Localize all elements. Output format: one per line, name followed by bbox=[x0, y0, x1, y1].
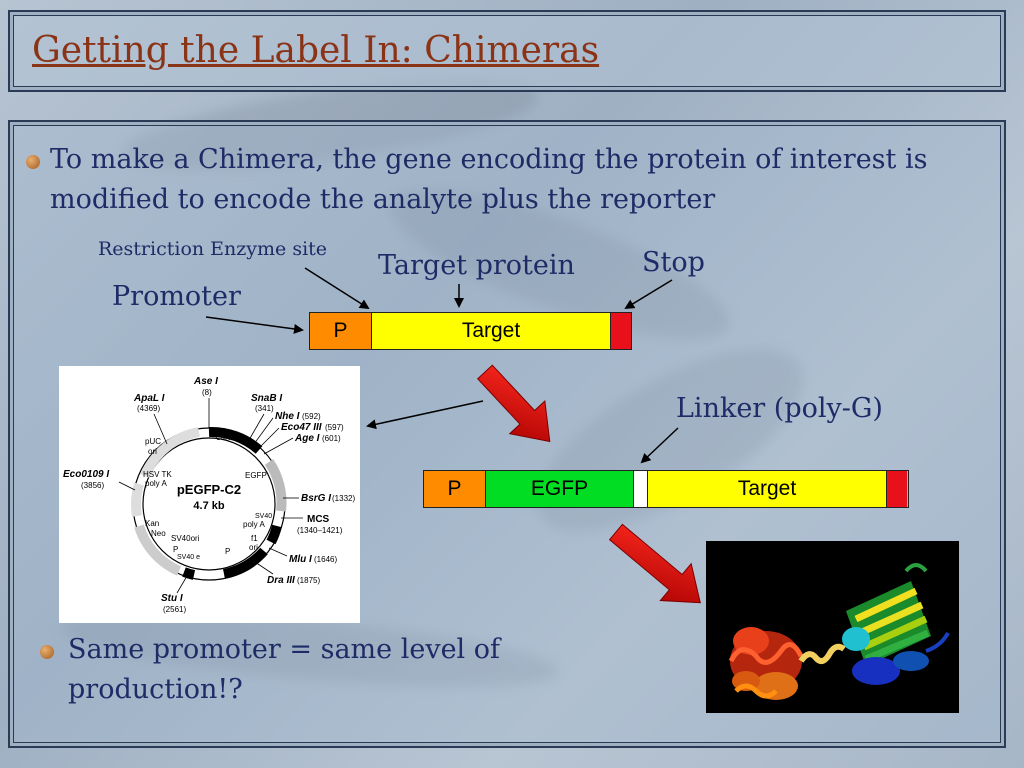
feature-label: EGFP bbox=[245, 471, 267, 480]
plasmid-map: pEGFP-C2 4.7 kb Ase I (8) ApaL I (4369) … bbox=[59, 366, 360, 623]
linker-segment bbox=[634, 471, 648, 507]
site-number: (8) bbox=[202, 388, 212, 397]
feature-label: CMV IE bbox=[216, 435, 240, 442]
feature-label: f1 bbox=[251, 534, 258, 543]
site-label: Dra III bbox=[267, 575, 295, 586]
target-segment: Target bbox=[372, 313, 611, 349]
plasmid-size: 4.7 kb bbox=[193, 500, 224, 512]
site-number: (341) bbox=[255, 404, 274, 413]
bullet-icon bbox=[26, 155, 40, 169]
site-label: ApaL I bbox=[133, 393, 165, 404]
site-number: (1340–1421) bbox=[297, 526, 343, 535]
plasmid-name: pEGFP-C2 bbox=[177, 482, 241, 497]
feature-label: ori bbox=[148, 447, 157, 456]
site-number: (3856) bbox=[81, 481, 104, 490]
site-label: Eco0109 I bbox=[63, 469, 109, 480]
linker-label: Linker (poly-G) bbox=[676, 393, 883, 424]
site-label: Nhe I bbox=[275, 411, 300, 422]
feature-label: P bbox=[173, 545, 178, 554]
site-label: Eco47 III bbox=[281, 422, 322, 433]
bullet-text-chimera: To make a Chimera, the gene encoding the… bbox=[50, 144, 928, 215]
feature-label: P bbox=[225, 547, 230, 556]
site-number: (1332) bbox=[332, 494, 355, 503]
site-label: Stu I bbox=[161, 593, 183, 604]
site-label: SnaB I bbox=[251, 393, 282, 404]
promoter-segment: P bbox=[310, 313, 372, 349]
site-number: (1646) bbox=[314, 555, 337, 564]
promoter-label: Promoter bbox=[112, 281, 241, 312]
site-label: BsrG I bbox=[301, 493, 331, 504]
bullet-icon bbox=[40, 645, 54, 659]
feature-label: HSV TK bbox=[143, 470, 172, 479]
feature-label: ori bbox=[249, 543, 258, 552]
gene-construct-original: P Target bbox=[309, 312, 632, 350]
feature-label: SV40 bbox=[255, 513, 272, 520]
feature-label: Neo bbox=[151, 529, 166, 538]
feature-label: SV40 e bbox=[177, 554, 200, 561]
gene-construct-chimera: P EGFP Target bbox=[423, 470, 909, 508]
egfp-segment: EGFP bbox=[486, 471, 634, 507]
site-label: MCS bbox=[307, 514, 330, 525]
site-label: Mlu I bbox=[289, 554, 312, 565]
feature-label: P bbox=[211, 427, 216, 436]
site-number: (592) bbox=[302, 412, 321, 421]
target-segment: Target bbox=[648, 471, 887, 507]
slide-title: Getting the Label In: Chimeras bbox=[32, 30, 600, 71]
target-protein-label: Target protein bbox=[378, 250, 575, 281]
protein-structure-image bbox=[706, 541, 959, 713]
restriction-site-label: Restriction Enzyme site bbox=[98, 238, 328, 260]
bullet-text-promoter: Same promoter = same level of production… bbox=[68, 634, 501, 705]
feature-label: SV40ori bbox=[171, 534, 200, 543]
title-frame: Getting the Label In: Chimeras bbox=[8, 10, 1006, 92]
stop-segment bbox=[611, 313, 631, 349]
site-label: Ase I bbox=[193, 376, 218, 387]
site-number: (2561) bbox=[163, 605, 186, 614]
feature-label: Kan bbox=[145, 519, 159, 528]
stop-segment bbox=[887, 471, 907, 507]
site-label: Age I bbox=[294, 433, 320, 444]
promoter-segment: P bbox=[424, 471, 486, 507]
site-number: (597) bbox=[325, 423, 344, 432]
site-number: (4369) bbox=[137, 404, 160, 413]
stop-label: Stop bbox=[642, 247, 705, 278]
feature-label: poly A bbox=[243, 520, 265, 529]
feature-label: poly A bbox=[145, 479, 167, 488]
feature-label: pUC bbox=[145, 437, 161, 446]
site-number: (1875) bbox=[297, 576, 320, 585]
site-number: (601) bbox=[322, 434, 341, 443]
